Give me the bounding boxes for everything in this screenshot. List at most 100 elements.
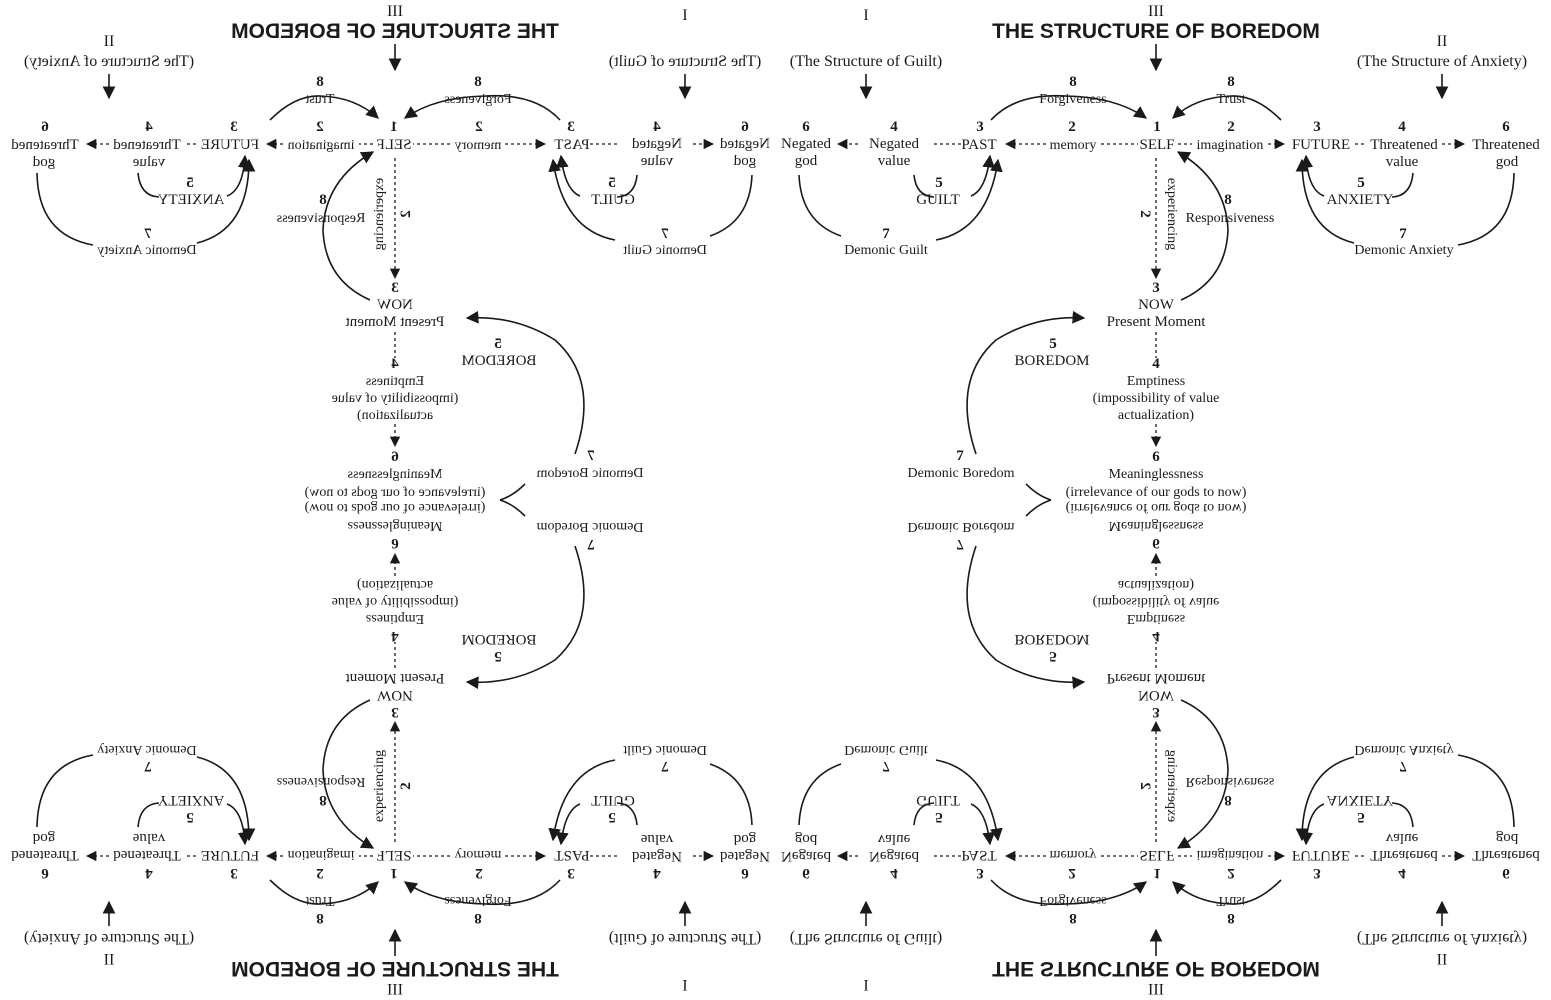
demonic-anxiety-loop: 7 Demonic Anxiety	[1295, 158, 1515, 258]
self-number: 1	[1153, 119, 1161, 135]
threatened-value-line2: value	[132, 154, 165, 170]
guilt-loop: 5 GUILT	[913, 154, 996, 208]
main-roman: III	[387, 980, 403, 997]
responsiveness-label: Responsiveness	[277, 774, 366, 789]
threatened-god-line1: Threatened	[1472, 847, 1540, 863]
anxiety-loop: 5 ANXIETY	[1300, 792, 1414, 846]
trust-label: Trust	[305, 893, 334, 908]
demonic-guilt-loop: 7 Demonic Guilt	[798, 742, 1003, 842]
demonic-anxiety-arrow	[1295, 756, 1355, 842]
diagram-quadrant-upright: III THE STRUCTURE OF BOREDOM I (The Stru…	[776, 0, 1551, 500]
demonic-anxiety-loop: 7 Demonic Anxiety	[36, 742, 256, 842]
now-label: NOW	[376, 297, 413, 313]
past-number: 3	[567, 865, 575, 881]
guilt-arrow	[555, 154, 581, 197]
negated-value-line2: value	[878, 831, 911, 847]
boredom-node: 5 BOREDOM	[461, 631, 536, 664]
forgiveness-label: Forgiveness	[444, 92, 511, 107]
emptiness-line3: actualization)	[357, 577, 434, 592]
demonic-guilt-loop: 7 Demonic Guilt	[798, 158, 1003, 258]
negated-god-number: 6	[741, 865, 749, 881]
boredom-label: BOREDOM	[1014, 631, 1089, 647]
main-title: THE STRUCTURE OF BOREDOM	[231, 957, 559, 980]
right-ref-title: (The Structure of Anxiety)	[24, 53, 194, 70]
now-number: 3	[391, 704, 399, 720]
responsiveness-number: 8	[1224, 792, 1232, 808]
demonic-guilt-number: 7	[882, 226, 890, 242]
guilt-left-curve	[913, 174, 935, 198]
meaninglessness-number: 6	[1152, 535, 1160, 551]
emptiness-line2: (impossibility of value	[1093, 391, 1220, 406]
demonic-boredom-label: Demonic Boredom	[908, 519, 1015, 534]
main-roman: III	[387, 3, 403, 20]
right-ref-roman: II	[104, 950, 115, 967]
demonic-guilt-loop: 7 Demonic Guilt	[548, 158, 753, 258]
past-label: PAST	[961, 137, 996, 153]
demonic-boredom-node: 7 Demonic Boredom	[908, 500, 1086, 690]
left-ref-roman: I	[863, 7, 868, 24]
negated-god-line2: god	[733, 153, 756, 169]
emptiness-line1: Emptiness	[366, 374, 424, 389]
experiencing-label: experiencing	[372, 178, 387, 250]
right-reference: II (The Structure of Anxiety)	[24, 900, 194, 967]
right-ref-title: (The Structure of Anxiety)	[24, 930, 194, 947]
diagram-svg: III THE STRUCTURE OF BOREDOM I (The Stru…	[781, 500, 1540, 997]
left-reference: I (The Structure of Guilt)	[609, 7, 761, 100]
right-ref-roman: II	[1437, 33, 1448, 50]
responsiveness-arrow	[1176, 699, 1229, 849]
demonic-anxiety-label: Demonic Anxiety	[1354, 243, 1453, 258]
negated-god-line2: god	[733, 831, 756, 847]
forgiveness-label: Forgiveness	[1039, 92, 1106, 107]
emptiness-number: 4	[391, 628, 399, 644]
trust-edge: 8 Trust	[269, 879, 379, 926]
guilt-label: GUILT	[591, 792, 635, 808]
guilt-number: 5	[608, 175, 616, 191]
future-label: FUTURE	[201, 137, 259, 153]
imagination-label: imagination	[288, 138, 355, 153]
now-label: NOW	[1138, 687, 1175, 703]
guilt-label: GUILT	[916, 792, 960, 808]
forgiveness-label: Forgiveness	[1039, 893, 1106, 908]
demonic-boredom-number: 7	[956, 536, 964, 552]
meaninglessness-number: 6	[391, 535, 399, 551]
now-label: NOW	[376, 687, 413, 703]
threatened-god-number: 6	[1502, 119, 1510, 135]
meaninglessness-line1: Meaninglessness	[348, 467, 443, 482]
imagination-number: 2	[1227, 119, 1235, 135]
memory-label: memory	[1050, 847, 1097, 862]
meaninglessness-line1: Meaninglessness	[348, 518, 443, 533]
responsiveness-arrow	[322, 151, 375, 301]
present-moment-label: Present Moment	[1107, 670, 1207, 686]
meaninglessness-node: 6 Meaninglessness (irrelevance of our go…	[304, 449, 485, 500]
experiencing-number: 2	[398, 782, 414, 790]
past-label: PAST	[554, 847, 589, 863]
forgiveness-edge: 8 Forgiveness	[990, 879, 1148, 926]
experiencing-number: 2	[1137, 782, 1153, 790]
main-title: THE STRUCTURE OF BOREDOM	[992, 20, 1320, 43]
responsiveness-number: 8	[319, 792, 327, 808]
demonic-anxiety-arrow	[1295, 158, 1355, 244]
left-ref-roman: I	[863, 976, 868, 993]
trust-number: 8	[316, 910, 324, 926]
forgiveness-arrow	[403, 879, 561, 906]
responsiveness-number: 8	[319, 192, 327, 208]
demonic-boredom-label: Demonic Boredom	[908, 466, 1015, 481]
demonic-anxiety-label: Demonic Anxiety	[1354, 742, 1453, 757]
demonic-boredom-node: 7 Demonic Boredom	[908, 310, 1086, 500]
threatened-god-line2: god	[32, 830, 55, 846]
imagination-number: 2	[1227, 865, 1235, 881]
now-node: 3 NOW Present Moment	[345, 280, 445, 330]
guilt-loop: 5 GUILT	[555, 154, 638, 208]
demonic-boredom-arrow	[465, 310, 585, 455]
diagram-svg: III THE STRUCTURE OF BOREDOM I (The Stru…	[11, 500, 770, 997]
boredom-label: BOREDOM	[461, 353, 536, 369]
main-row: 6 Negated god 4 Negated value 3 PAST 2 m…	[11, 119, 770, 170]
now-node: 3 NOW Present Moment	[1107, 670, 1207, 720]
main-row: 6 Negated god 4 Negated value 3 PAST 2 m…	[11, 830, 770, 881]
boredom-number: 5	[494, 648, 502, 664]
left-ref-title: (The Structure of Guilt)	[790, 53, 942, 70]
anxiety-arrow	[1300, 803, 1325, 846]
emptiness-number: 4	[1152, 356, 1160, 372]
memory-label: memory	[455, 138, 502, 153]
emptiness-node: 4 Emptiness (impossibility of value actu…	[332, 332, 458, 448]
